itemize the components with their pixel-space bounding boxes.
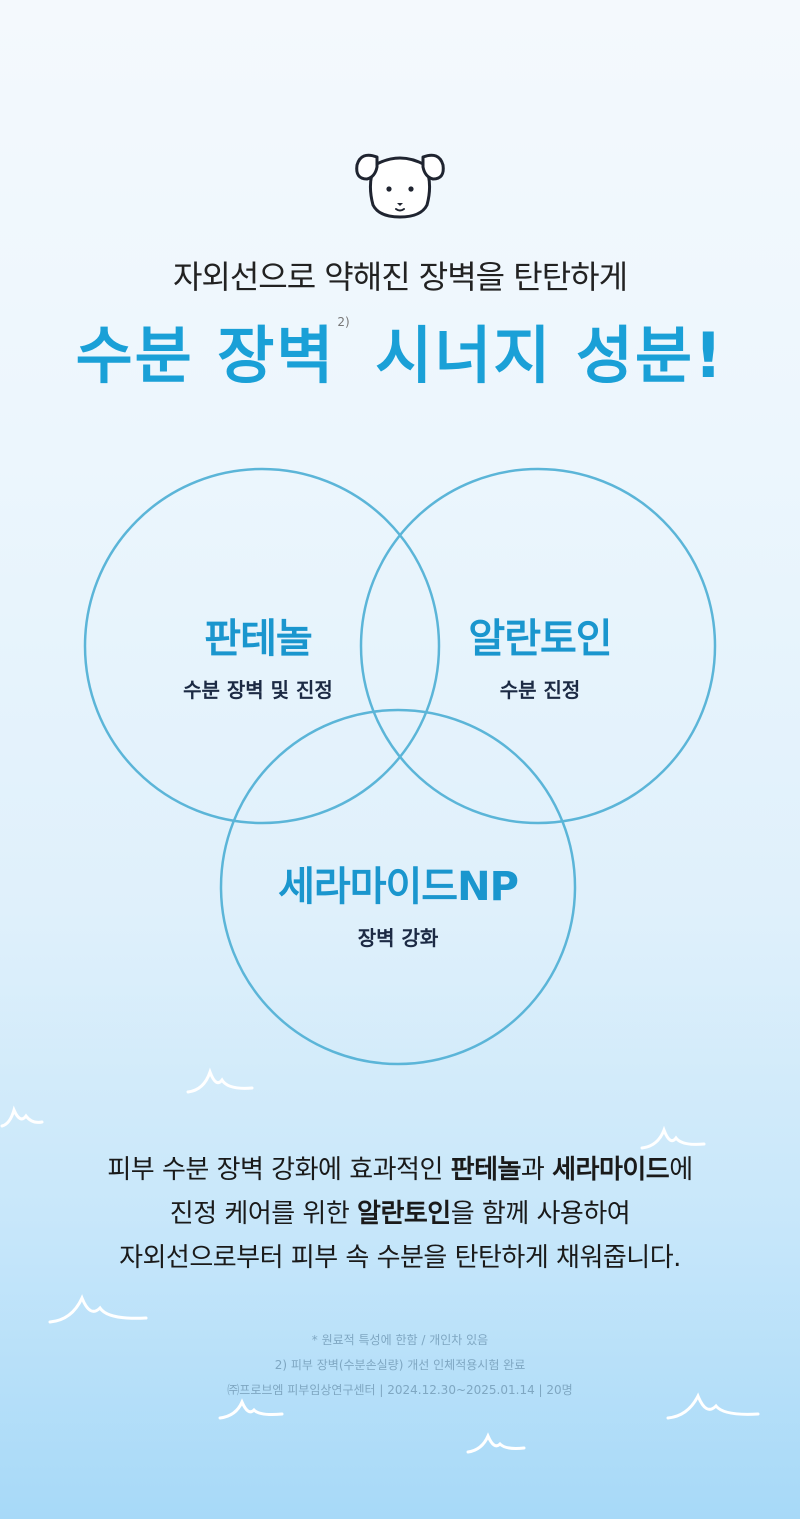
ingredient-panthenol: 판테놀 수분 장벽 및 진정 [108, 606, 408, 703]
ingredient-ceramide: 세라마이드NP 장벽 강화 [248, 854, 548, 951]
footnote-2: 2) 피부 장벽(수분손실량) 개선 인체적용시험 완료 [274, 1358, 526, 1372]
footnote-mark: 2) [337, 315, 350, 329]
ingredient-desc: 수분 장벽 및 진정 [183, 678, 333, 702]
headline-part-2: 시너지 성분! [375, 319, 725, 392]
ingredient-allantoin: 알란토인 수분 진정 [390, 606, 690, 703]
ingredient-name: 판테놀 [204, 616, 312, 662]
highlight-allantoin: 알란토인 [357, 1199, 451, 1229]
description-line-2: 진정 케어를 위한 알란토인을 함께 사용하여 [169, 1199, 631, 1229]
highlight-ceramide: 세라마이드 [552, 1155, 670, 1185]
wave-icon [48, 1294, 148, 1324]
description: 피부 수분 장벽 강화에 효과적인 판테놀과 세라마이드에 진정 케어를 위한 … [0, 1148, 800, 1280]
description-line-3: 자외선으로부터 피부 속 수분을 탄탄하게 채워줍니다. [119, 1243, 681, 1273]
footnotes: * 원료적 특성에 한함 / 개인차 있음 2) 피부 장벽(수분손실량) 개선… [0, 1328, 800, 1403]
footnote-3: ㈜프로브엠 피부임상연구센터 | 2024.12.30~2025.01.14 |… [227, 1383, 573, 1397]
ingredient-name: 세라마이드NP [278, 864, 519, 910]
wave-icon [466, 1432, 526, 1454]
highlight-panthenol: 판테놀 [450, 1155, 522, 1185]
wave-icon [186, 1067, 254, 1094]
wave-icon [640, 1125, 706, 1150]
ingredient-name: 알란토인 [468, 616, 612, 662]
footnote-1: * 원료적 특성에 한함 / 개인차 있음 [311, 1333, 489, 1347]
dog-mascot-icon [355, 153, 445, 219]
sub-headline: 자외선으로 약해진 장벽을 탄탄하게 [172, 258, 628, 296]
wave-icon [666, 1392, 760, 1420]
wave-icon [0, 1105, 44, 1128]
venn-circle-allantoin [359, 467, 717, 825]
venn-circle-panthenol [83, 467, 441, 825]
headline-part-1: 수분 장벽 [75, 319, 336, 392]
venn-circle-ceramide [219, 708, 577, 1066]
description-line-1: 피부 수분 장벽 강화에 효과적인 판테놀과 세라마이드에 [107, 1155, 693, 1185]
wave-icon [218, 1398, 284, 1420]
ingredient-desc: 수분 진정 [499, 678, 581, 702]
ingredient-desc: 장벽 강화 [357, 926, 439, 950]
